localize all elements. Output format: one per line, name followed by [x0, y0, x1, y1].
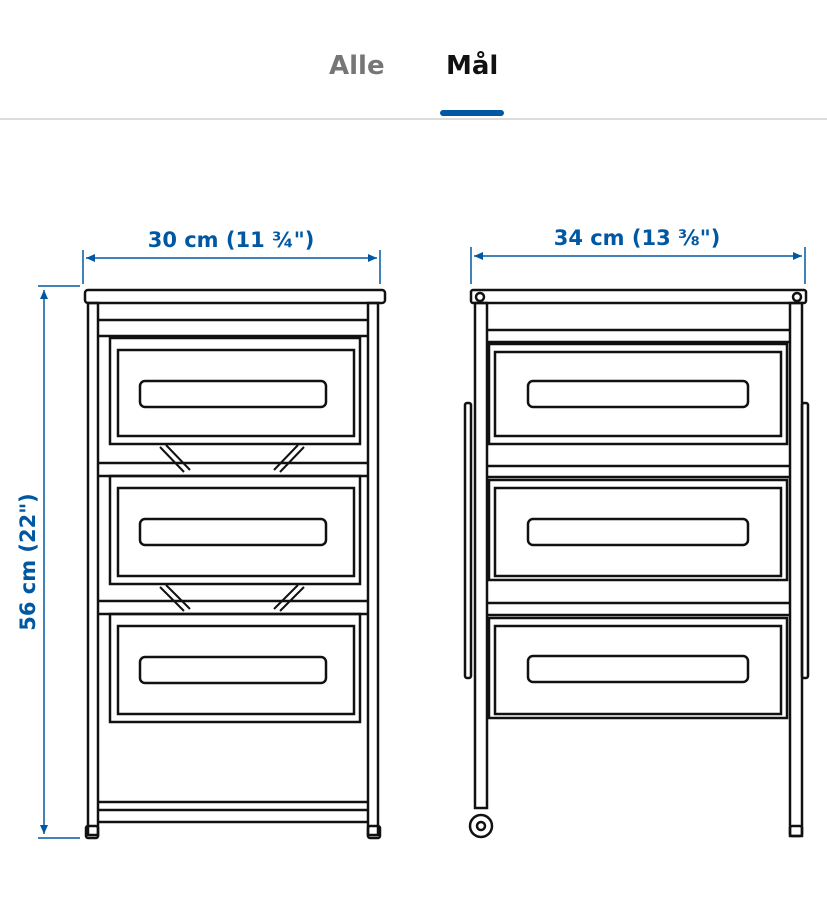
side-depth-label: 34 cm (13 ⅜") [554, 226, 721, 250]
side-view-cabinet [463, 288, 810, 839]
tab-bar: Alle Mål [0, 0, 827, 120]
tab-alle[interactable]: Alle [329, 51, 385, 81]
active-tab-indicator [440, 110, 504, 116]
front-cross-braces [159, 444, 305, 612]
front-view-cabinet [83, 288, 387, 840]
height-label: 56 cm (22") [16, 493, 40, 631]
front-width-label: 30 cm (11 ¾") [148, 228, 315, 252]
side-depth-dimension [470, 247, 806, 284]
height-dimension [38, 285, 80, 839]
front-width-dimension [82, 250, 381, 284]
tab-mal[interactable]: Mål [446, 51, 499, 81]
